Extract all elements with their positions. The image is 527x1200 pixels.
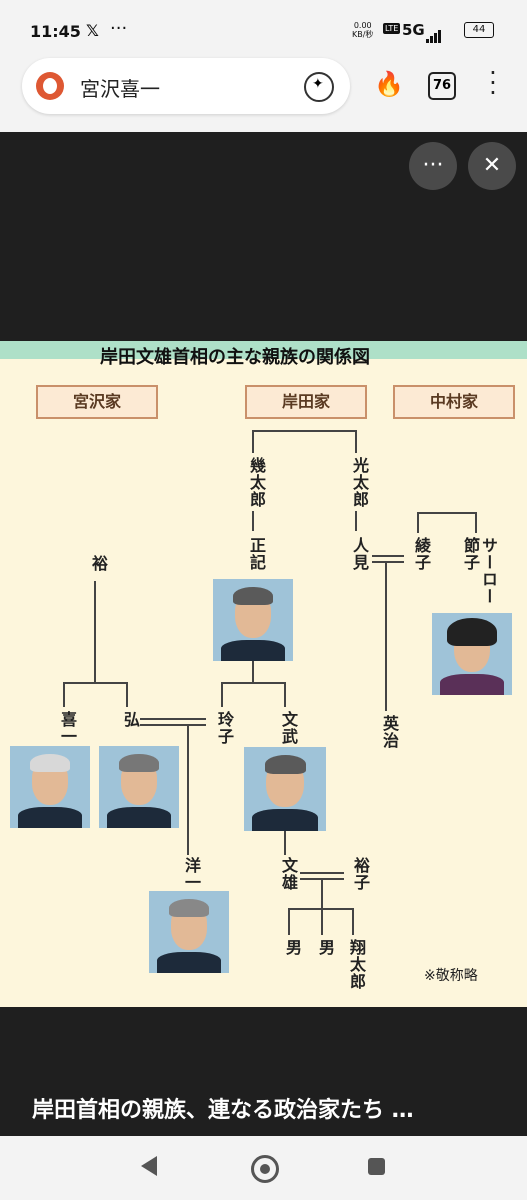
family-label-kishida: 岸田家 bbox=[245, 385, 367, 419]
person-hitomi: 人見 bbox=[350, 537, 369, 571]
portrait-photo bbox=[244, 747, 326, 831]
system-nav-bar bbox=[0, 1136, 527, 1200]
portrait-photo bbox=[99, 746, 179, 828]
person-yutaka: 裕 bbox=[89, 555, 108, 572]
person-yuko: 裕子 bbox=[351, 857, 370, 891]
battery-icon: 44 bbox=[464, 22, 494, 38]
person-kiichi: 喜一 bbox=[58, 711, 77, 745]
person-son-1: 男 bbox=[283, 939, 302, 956]
person-son-2: 男 bbox=[316, 939, 335, 956]
x-app-icon: 𝕏 bbox=[86, 21, 99, 40]
person-reiko: 玲子 bbox=[215, 711, 234, 745]
person-yoichi: 洋一 bbox=[182, 857, 201, 891]
network-type: 5G bbox=[402, 21, 425, 39]
back-icon[interactable] bbox=[141, 1156, 157, 1176]
address-bar-text: 宮沢喜一 bbox=[80, 77, 160, 101]
person-fumio: 文雄 bbox=[279, 857, 298, 891]
honorifics-note: ※敬称略 bbox=[424, 968, 478, 984]
person-setsuko: 節子 bbox=[461, 537, 480, 571]
volte-icon: LTE bbox=[383, 23, 401, 34]
portrait-photo bbox=[213, 579, 293, 661]
family-label-miyazawa: 宮沢家 bbox=[36, 385, 158, 419]
duckduckgo-logo-icon bbox=[36, 72, 64, 100]
portrait-photo bbox=[149, 891, 229, 973]
ai-chat-icon[interactable] bbox=[304, 72, 334, 102]
portrait-photo bbox=[10, 746, 90, 828]
status-time: 11:45 bbox=[30, 22, 81, 41]
family-tree-lines bbox=[63, 430, 477, 935]
person-kotaro: 光太郎 bbox=[350, 457, 369, 508]
family-tree-image: 岸田文雄首相の主な親族の関係図 宮沢家 岸田家 中村家 bbox=[0, 341, 527, 1007]
portrait-photo bbox=[432, 613, 512, 695]
person-ayako: 綾子 bbox=[412, 537, 431, 571]
overflow-menu-icon[interactable]: ··· bbox=[489, 59, 497, 107]
person-ikutaro: 幾太郎 bbox=[247, 457, 266, 508]
person-fumitake: 文武 bbox=[279, 711, 298, 745]
more-notifications-icon: ··· bbox=[110, 18, 128, 39]
person-masaki: 正記 bbox=[247, 537, 266, 571]
person-hiroshi: 弘 bbox=[121, 711, 140, 728]
image-caption[interactable]: 岸田首相の親族、連なる政治家たち … bbox=[32, 1098, 414, 1123]
person-shotaro: 翔太郎 bbox=[347, 939, 366, 990]
viewer-close-button[interactable]: ✕ bbox=[468, 142, 516, 190]
tab-count-button[interactable]: 76 bbox=[428, 72, 456, 100]
signal-icon bbox=[426, 24, 442, 43]
recent-apps-icon[interactable] bbox=[368, 1158, 385, 1175]
figure-title: 岸田文雄首相の主な親族の関係図 bbox=[100, 347, 370, 368]
family-label-nakamura: 中村家 bbox=[393, 385, 515, 419]
figure-title-bar: 岸田文雄首相の主な親族の関係図 bbox=[0, 341, 527, 368]
browser-toolbar: 宮沢喜一 🔥 76 ··· bbox=[0, 44, 527, 132]
address-bar[interactable]: 宮沢喜一 bbox=[22, 58, 350, 114]
fire-icon[interactable]: 🔥 bbox=[374, 70, 404, 98]
home-icon[interactable] bbox=[251, 1155, 279, 1183]
person-eiji: 英治 bbox=[380, 715, 399, 749]
person-thurlow: サーロー bbox=[479, 537, 498, 605]
viewer-more-button[interactable]: ··· bbox=[409, 142, 457, 190]
